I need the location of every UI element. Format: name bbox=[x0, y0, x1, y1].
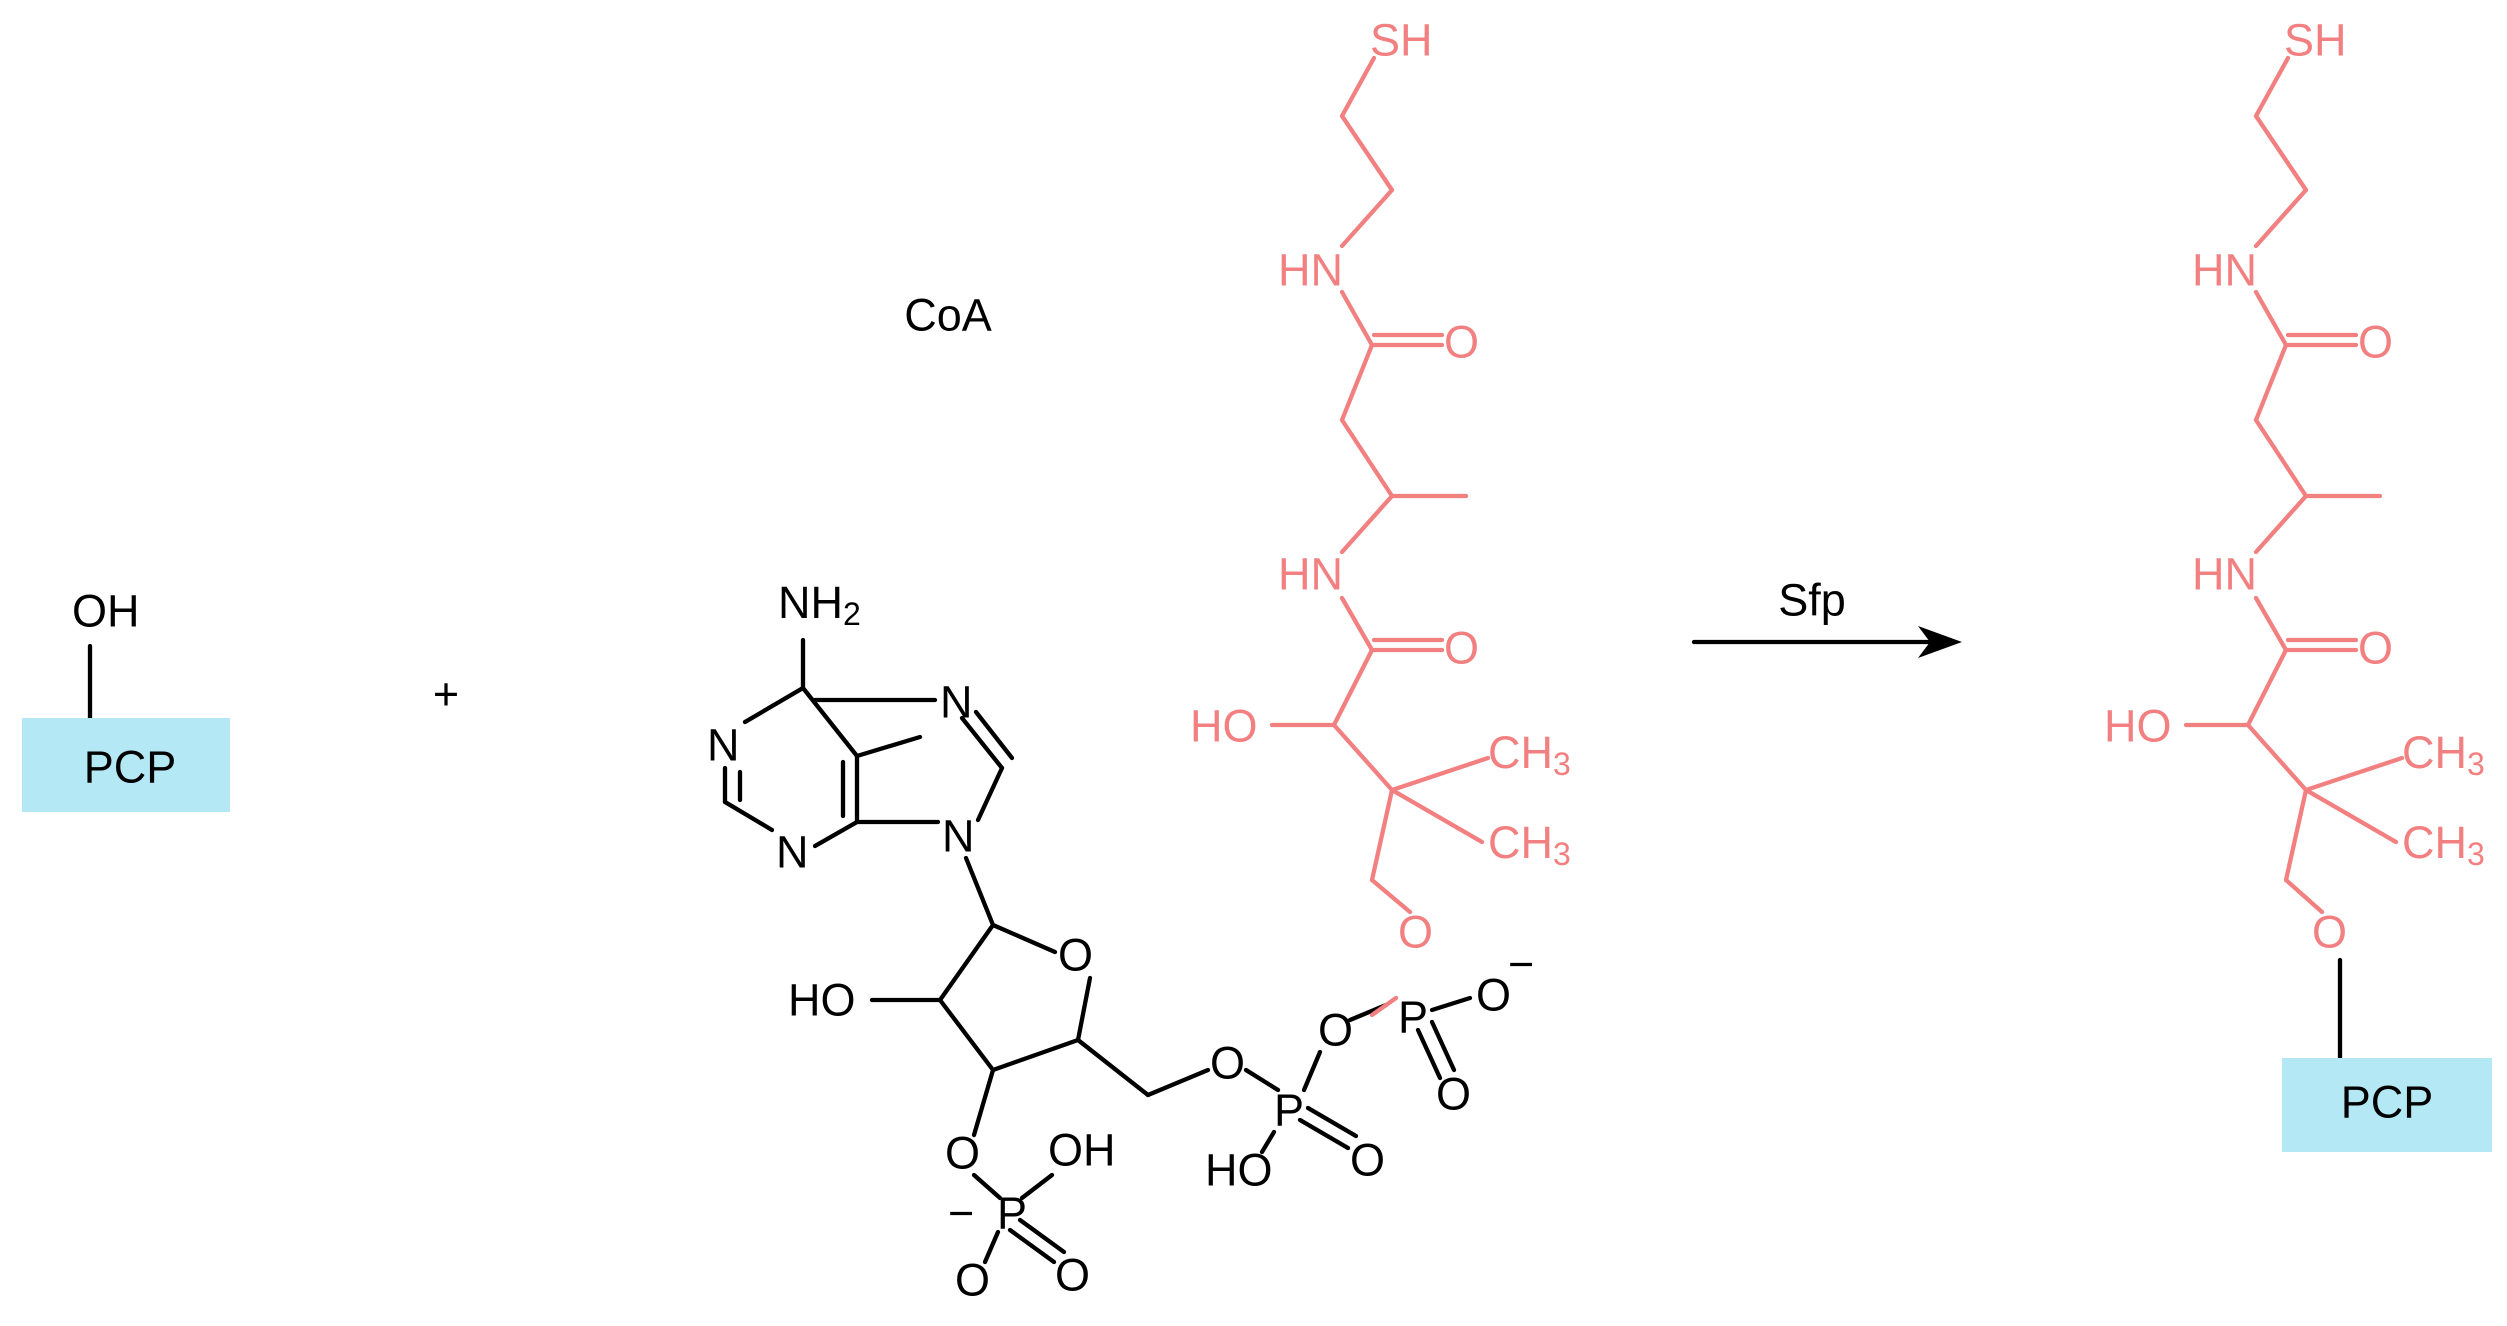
phosphate3-oh-label: OH bbox=[1048, 1125, 1116, 1176]
product-ho-label: HO bbox=[2104, 701, 2172, 752]
pyrophosphate-p1-label: P bbox=[1274, 1085, 1304, 1136]
product-pcp: PCP bbox=[2282, 1058, 2492, 1152]
product-pcp-box bbox=[2282, 1058, 2492, 1152]
coa-hn1-label: HN bbox=[1278, 245, 1343, 296]
pyrophosphate-bridge-o-label: O bbox=[1318, 1005, 1353, 1056]
coa-ch3-b-label: CH3 bbox=[1488, 817, 1571, 873]
arrow-head bbox=[1918, 626, 1962, 658]
product-pcp-box-label: PCP bbox=[2341, 1077, 2434, 1128]
coa-sh-label: SH bbox=[1370, 15, 1433, 66]
adenine-n1-label: N bbox=[707, 720, 740, 771]
product-o-link-label: O bbox=[2312, 907, 2347, 958]
adenine-n7-label: N bbox=[940, 677, 973, 728]
pcp-box-label: PCP bbox=[84, 742, 177, 793]
phosphate3-o2-label: O bbox=[1055, 1250, 1090, 1301]
pyrophosphate-p2-label: P bbox=[1398, 992, 1428, 1043]
coa-nucleotide-labels: NH2 N N N N O HO O − P OH O O O P HO O O… bbox=[707, 577, 1534, 1306]
pyrophosphate-p2-charge-label: − bbox=[1508, 939, 1534, 990]
coa-o1-label: O bbox=[1444, 317, 1479, 368]
pyrophosphate-o5-label: O bbox=[1210, 1038, 1245, 1089]
phosphate3-charge-label: − bbox=[948, 1188, 974, 1239]
product-sh-label: SH bbox=[2284, 15, 2347, 66]
pcp-box bbox=[22, 718, 230, 812]
product-hn1-label: HN bbox=[2192, 245, 2257, 296]
coa-nucleotide-bonds bbox=[722, 637, 1473, 1265]
product-hn2-label: HN bbox=[2192, 549, 2257, 600]
coa-o2-label: O bbox=[1444, 623, 1479, 674]
pyrophosphate-p2-o-label: O bbox=[1436, 1069, 1471, 1120]
pcp-hydroxyl-label: OH bbox=[72, 586, 140, 637]
adenine-n3-label: N bbox=[776, 827, 809, 878]
coa-o-link-label: O bbox=[1398, 907, 1433, 958]
coa-hn2-label: HN bbox=[1278, 549, 1343, 600]
pyrophosphate-p2-ominus-label: O bbox=[1476, 970, 1511, 1021]
phosphate3-p-label: P bbox=[997, 1188, 1027, 1239]
product-o2-label: O bbox=[2358, 623, 2393, 674]
coa-ch3-a-label: CH3 bbox=[1488, 727, 1571, 783]
reaction-arrow: Sfp bbox=[1691, 575, 1962, 658]
product-o1-label: O bbox=[2358, 317, 2393, 368]
pyrophosphate-p1-oh-label: HO bbox=[1205, 1145, 1273, 1196]
product-pantetheine-bonds bbox=[2183, 55, 2405, 1073]
product-ch3-b-label: CH3 bbox=[2402, 817, 2485, 873]
product-pantetheine-labels: SH HN O HN O HO CH3 CH3 O bbox=[2104, 15, 2485, 958]
ribose-hydroxyl-label: HO bbox=[788, 975, 856, 1026]
coa-pantetheine-labels: SH HN O HN O HO CH3 CH3 O bbox=[1190, 15, 1571, 958]
ribose-ring-o-label: O bbox=[1058, 930, 1093, 981]
adenine-amino-label: NH2 bbox=[778, 577, 861, 633]
reactant-pcp: OH PCP bbox=[22, 586, 230, 812]
product-ch3-a-label: CH3 bbox=[2402, 727, 2485, 783]
plus-sign: + bbox=[433, 669, 459, 720]
ribose-o3-label: O bbox=[945, 1128, 980, 1179]
pyrophosphate-p1-o-label: O bbox=[1350, 1135, 1385, 1186]
adenine-n9-label: N bbox=[942, 811, 975, 862]
coa-ho-label: HO bbox=[1190, 701, 1258, 752]
phosphate3-o1-label: O bbox=[955, 1255, 990, 1306]
coa-name-label: CoA bbox=[904, 290, 992, 341]
coa-pantetheine-bonds bbox=[1269, 55, 1491, 1018]
enzyme-label: Sfp bbox=[1778, 575, 1846, 626]
